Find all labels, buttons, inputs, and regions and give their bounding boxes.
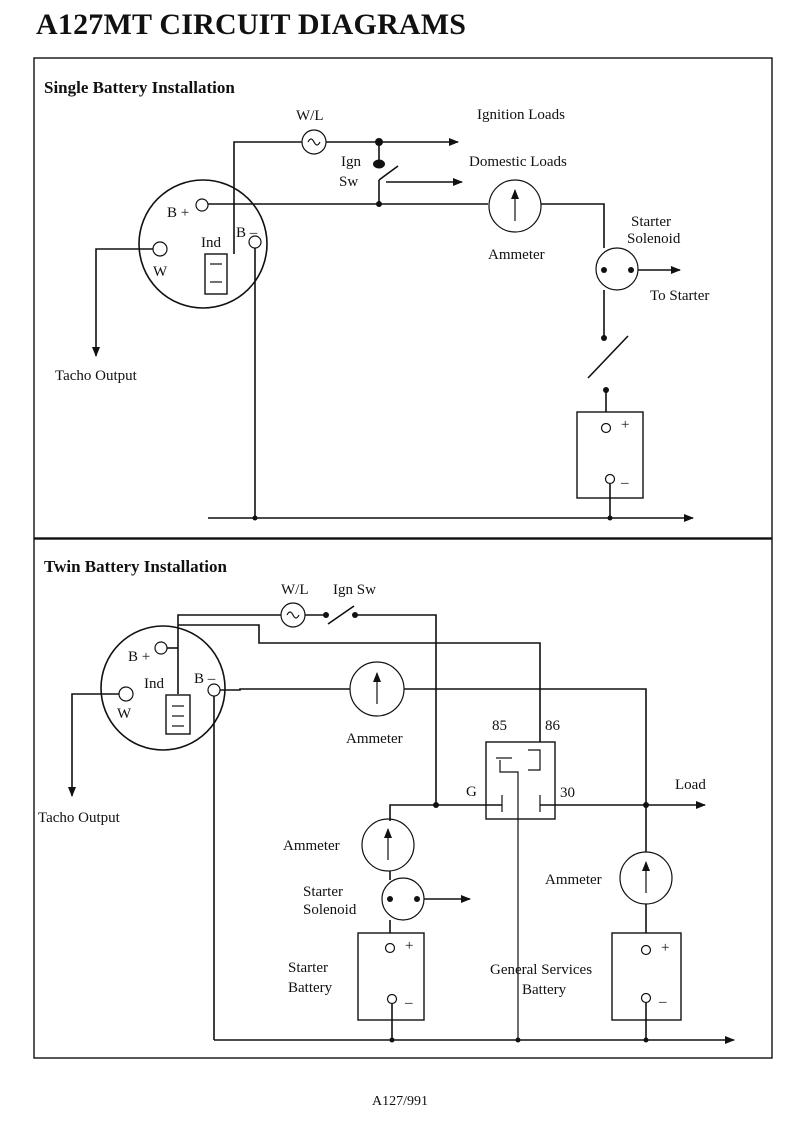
- ignition-loads-label: Ignition Loads: [477, 107, 565, 123]
- ign-sw-contact: [373, 159, 385, 169]
- ind-lamp: [204, 253, 228, 295]
- relay-86-label: 86: [545, 718, 561, 734]
- battery-minus: –: [620, 475, 629, 491]
- relay-g-label: G: [466, 784, 477, 800]
- load-label: Load: [675, 777, 706, 793]
- twin-ign-sw-label: Ign Sw: [333, 582, 376, 598]
- twin-ammeter-starter-icon: [361, 818, 415, 872]
- twin-ammeter-starter-label: Ammeter: [283, 838, 340, 854]
- twin-w-label: W: [117, 706, 132, 722]
- b-plus-terminal: [195, 198, 209, 212]
- twin-ammeter-general-label: Ammeter: [545, 872, 602, 888]
- twin-ind-label: Ind: [144, 676, 164, 692]
- starter-solenoid-icon: [595, 247, 639, 291]
- relay-85-label: 85: [492, 718, 507, 734]
- wl-label: W/L: [296, 108, 324, 124]
- domestic-loads-label: Domestic Loads: [469, 154, 567, 170]
- general-battery-plus: +: [661, 940, 669, 956]
- split-charge-relay: [485, 741, 556, 820]
- b-plus-label: B +: [167, 205, 189, 221]
- twin-b-plus-label: B +: [128, 649, 150, 665]
- twin-starter-solenoid-label-2: Solenoid: [303, 902, 357, 918]
- single-battery-panel: Single Battery Installation B + B – Ind …: [33, 57, 773, 539]
- general-services-label-2: Battery: [522, 982, 567, 998]
- starter-solenoid-label-1: Starter: [631, 214, 671, 230]
- twin-ind-lamp: [165, 694, 191, 735]
- twin-wl-label: W/L: [281, 582, 309, 598]
- battery-plus: +: [621, 417, 629, 433]
- ammeter-label: Ammeter: [488, 247, 545, 263]
- tacho-output-label: Tacho Output: [55, 368, 138, 384]
- twin-ammeter-main-label: Ammeter: [346, 731, 403, 747]
- to-starter-label: To Starter: [650, 288, 709, 304]
- ind-label: Ind: [201, 235, 221, 251]
- twin-heading: Twin Battery Installation: [44, 557, 227, 576]
- b-minus-label: B –: [236, 225, 258, 241]
- starter-battery-label-1: Starter: [288, 960, 328, 976]
- ign-label: Ign: [341, 154, 361, 170]
- twin-tacho-output-label: Tacho Output: [38, 810, 121, 826]
- starter-battery-label-2: Battery: [288, 980, 333, 996]
- general-battery-minus: –: [658, 994, 667, 1010]
- starter-battery-minus: –: [404, 995, 413, 1011]
- starter-solenoid-label-2: Solenoid: [627, 231, 681, 247]
- page-title: A127MT CIRCUIT DIAGRAMS: [36, 8, 467, 41]
- w-label: W: [153, 264, 168, 280]
- twin-battery-panel: Twin Battery Installation B + B – Ind W …: [33, 538, 773, 1059]
- ammeter-icon: [488, 179, 542, 233]
- single-panel-frame: [33, 57, 773, 539]
- twin-b-minus-label: B –: [194, 671, 216, 687]
- twin-alternator: B + B – Ind W: [100, 625, 226, 751]
- sw-label: Sw: [339, 174, 358, 190]
- twin-starter-solenoid-label-1: Starter: [303, 884, 343, 900]
- single-heading: Single Battery Installation: [44, 78, 235, 97]
- document-reference: A127/991: [372, 1094, 428, 1109]
- general-services-label-1: General Services: [490, 962, 592, 978]
- relay-30-label: 30: [560, 785, 575, 801]
- starter-battery-plus: +: [405, 938, 413, 954]
- starter-battery: [357, 932, 425, 1021]
